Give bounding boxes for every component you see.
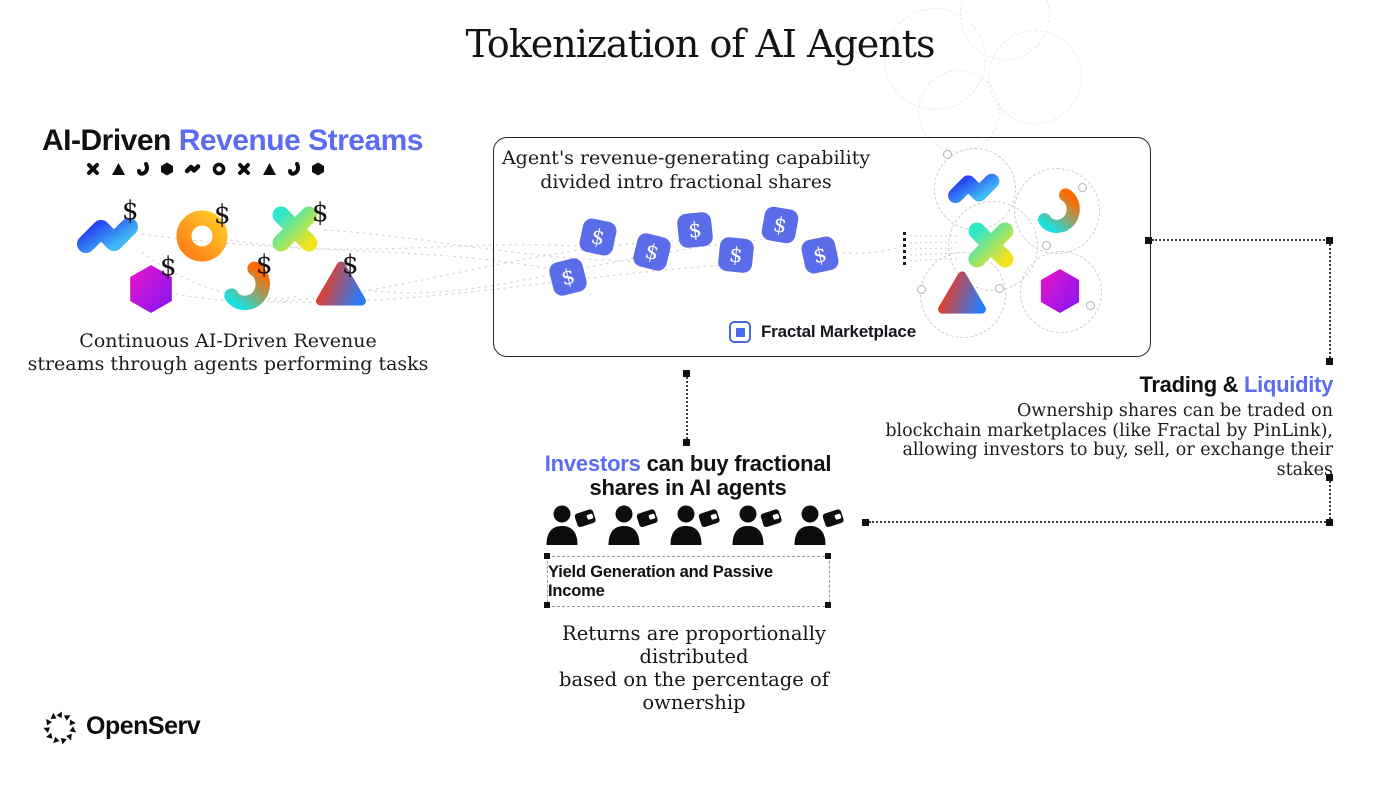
investor-person-icon [794, 505, 844, 545]
left-section-heading: AI-Driven Revenue Streams [42, 124, 424, 158]
box-heading: Agent's revenue-generating capability di… [500, 146, 872, 194]
dollar-sign: $ [122, 196, 139, 226]
connector-node [1145, 237, 1152, 244]
investors-caption-line: based on the percentage of ownership [559, 668, 829, 714]
ring-icon [212, 162, 226, 176]
wave-icon [184, 164, 201, 174]
agent-bubble [1020, 251, 1102, 333]
bubble-node [1078, 183, 1087, 192]
dollar-token: $ [676, 211, 714, 249]
bubble-node [1086, 301, 1095, 310]
openserv-logo-text: OpenServ [86, 712, 201, 740]
investors-word: Investors [544, 451, 641, 476]
cross-shape [968, 222, 1014, 268]
dollar-token: $ [717, 236, 755, 274]
fractal-marketplace-label: Fractal Marketplace [761, 322, 916, 341]
yield-box-node [825, 602, 831, 608]
bubble-node [1042, 241, 1051, 250]
dollar-sign: $ [342, 250, 359, 280]
trading-body-line: blockchain marketplaces (like Fractal by… [885, 420, 1333, 441]
decorative-circle [988, 30, 1082, 124]
dollar-sign: $ [214, 200, 231, 230]
investor-person-icon [546, 505, 596, 545]
connector-line [1329, 244, 1331, 358]
donut-shape [176, 210, 228, 262]
yield-box-node [544, 553, 550, 559]
hook-shape [224, 261, 270, 310]
box-heading-line: divided intro fractional shares [540, 171, 832, 193]
caption-line: streams through agents performing tasks [27, 353, 429, 375]
yield-box-node [825, 553, 831, 559]
trading-body-line: allowing investors to buy, sell, or exch… [902, 440, 1333, 480]
investor-person-icon [608, 505, 658, 545]
fractionalization-box [493, 137, 1151, 357]
openserv-logo-icon [43, 711, 77, 745]
connector-node [683, 439, 690, 446]
fractal-marketplace-icon [729, 321, 751, 343]
cross-shape [272, 206, 318, 252]
trading-heading-black: Trading & [1139, 372, 1245, 397]
trading-heading-blue: Liquidity [1244, 372, 1333, 397]
triangle-shape [938, 271, 986, 314]
trading-body: Ownership shares can be traded on blockc… [860, 401, 1333, 480]
agent-icon-row [86, 162, 325, 176]
x-icon [238, 163, 250, 175]
trading-body-line: Ownership shares can be traded on [1016, 401, 1333, 421]
triangle-icon [112, 163, 125, 175]
wave-shape [77, 218, 138, 253]
hook-shape [1037, 188, 1080, 233]
investor-person-icon [732, 505, 782, 545]
connector-node [862, 519, 869, 526]
investors-heading: Investors can buy fractional shares in A… [498, 452, 878, 500]
page-title: Tokenization of AI Agents [465, 22, 936, 66]
hexagon-icon [161, 162, 173, 176]
hook-icon [137, 162, 149, 176]
connector-node [1326, 519, 1333, 526]
investor-person-icon [670, 505, 720, 545]
connector-node [1326, 237, 1333, 244]
heading-black-part: AI-Driven [42, 124, 179, 157]
box-heading-line: Agent's revenue-generating capability [501, 147, 871, 169]
bubble-node [917, 285, 926, 294]
investors-heading-line1: Investors can buy fractional [498, 452, 878, 476]
connector-node [683, 370, 690, 377]
distribution-dots [903, 232, 906, 265]
investors-caption-line: Returns are proportionally distributed [562, 622, 826, 668]
dollar-sign: $ [160, 252, 177, 282]
investors-caption: Returns are proportionally distributed b… [508, 622, 880, 714]
dollar-sign: $ [256, 250, 273, 280]
caption-line: Continuous AI-Driven Revenue [79, 330, 377, 352]
dollar-sign: $ [312, 198, 329, 228]
connector-line [686, 377, 688, 439]
triangle-shape [316, 261, 366, 306]
hook-icon [288, 162, 300, 176]
yield-box-node [544, 602, 550, 608]
investors-heading-rest: can buy fractional [640, 451, 832, 476]
yield-box: Yield Generation and Passive Income [547, 556, 830, 607]
triangle-icon [263, 163, 276, 175]
bubble-node [995, 284, 1004, 293]
connector-node [1326, 358, 1333, 365]
dollar-token: $ [760, 205, 800, 245]
x-icon [87, 163, 99, 175]
hexagon-shape [130, 265, 172, 313]
left-section-caption: Continuous AI-Driven Revenue streams thr… [24, 330, 432, 376]
trading-heading: Trading & Liquidity [900, 372, 1333, 398]
connector-node [1326, 474, 1333, 481]
agent-bubble [920, 252, 1006, 338]
hexagon-icon [312, 162, 324, 176]
hexagon-shape [1040, 269, 1080, 313]
connector-line [1152, 239, 1328, 241]
heading-blue-part: Revenue Streams [178, 124, 424, 157]
fractal-icon-inner-square [735, 327, 745, 337]
wave-shape [948, 173, 1000, 204]
connector-line [1329, 481, 1331, 519]
bubble-node [943, 150, 952, 159]
connector-line [869, 521, 1326, 523]
investors-heading-line2: shares in AI agents [589, 475, 787, 500]
